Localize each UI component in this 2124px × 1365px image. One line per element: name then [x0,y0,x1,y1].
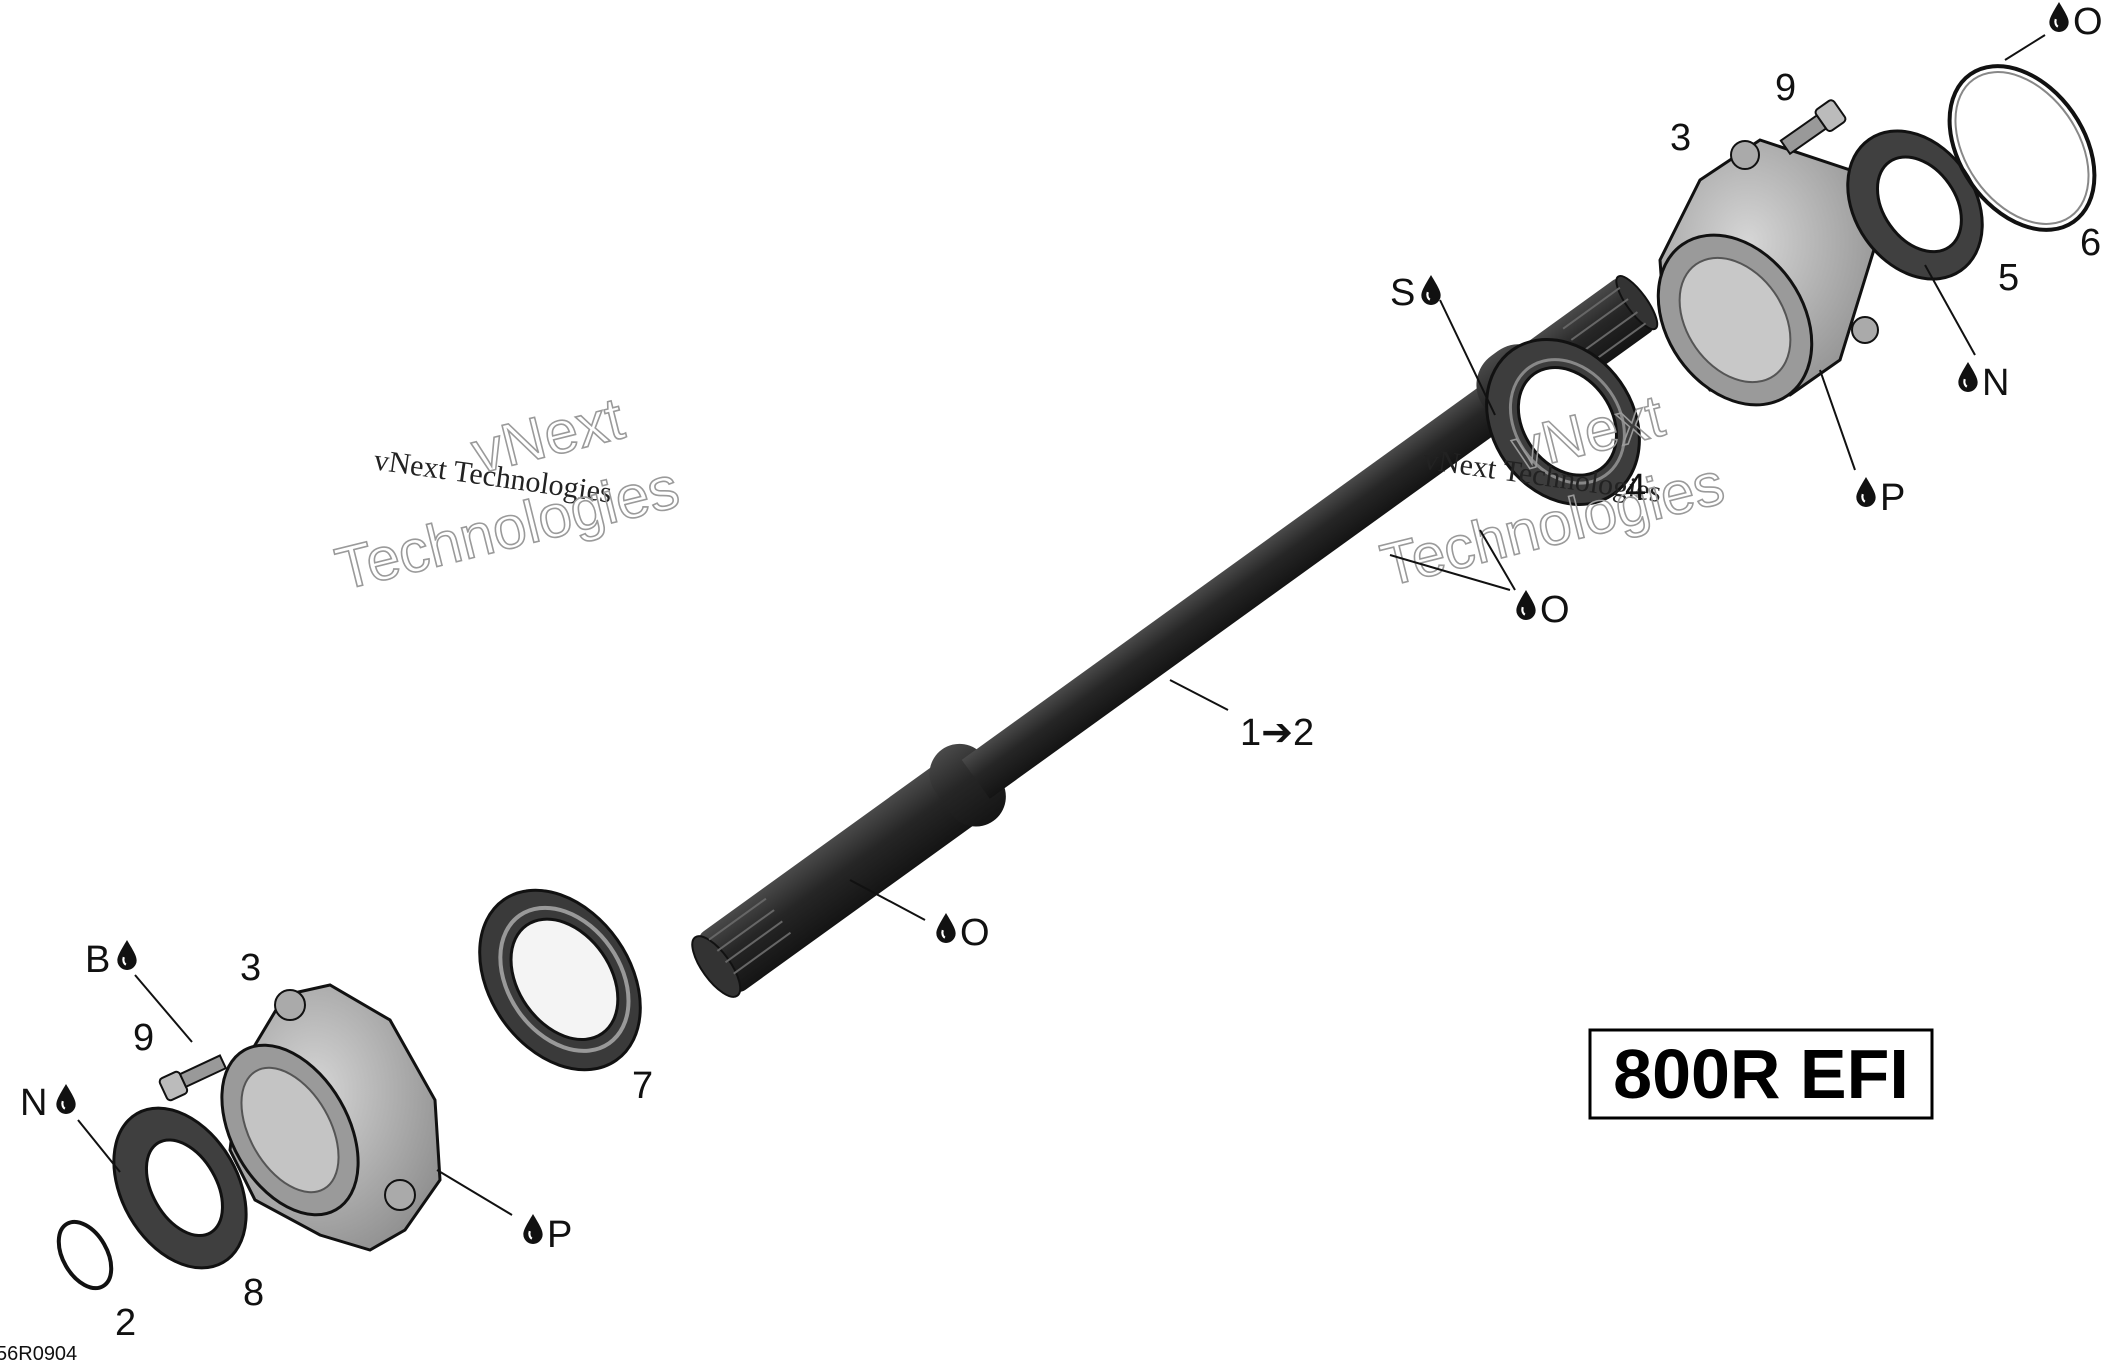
label-shaft-lube: O [960,912,990,954]
label-right-lube-o: O [1540,589,1570,631]
bearing-housing-left [220,983,442,1252]
oil-drop-icon [1515,590,1537,620]
oil-drop-icon [522,1214,544,1244]
label-housing-left-p: P [547,1214,572,1256]
bearing-housing-right [1656,138,1882,407]
label-seal-8: 8 [243,1272,264,1314]
bolt-9-right [1779,99,1847,156]
model-badge: 800R EFI [1588,1028,1934,1120]
label-bearing-7: 7 [632,1065,653,1107]
label-seal-5-n: N [1982,362,2009,404]
oil-drop-icon [116,940,138,970]
oil-drop-icon [55,1084,77,1114]
oil-drop-icon [2048,2,2070,32]
oil-drop-icon [935,913,957,943]
label-seal-4: 4 [1625,467,1646,509]
oil-drop-icon [1855,477,1877,507]
bearing-7 [478,888,642,1072]
oil-seal-4 [1485,337,1641,507]
label-shaft: 1➔2 [1240,712,1314,754]
reference-code: 56R0904 [0,1343,77,1365]
label-ring-6: 6 [2080,222,2101,264]
label-ring-6-o: O [2073,1,2103,43]
label-housing-right-p: P [1880,477,1905,519]
label-housing-left: 3 [240,947,261,989]
leader-lines [77,34,2046,1216]
label-bolt-left: 9 [133,1017,154,1059]
o-ring-6 [1947,64,2097,232]
svg-text:800R EFI: 800R EFI [1613,1035,1909,1113]
oil-seal-5 [1846,129,1984,281]
oil-seal-8 [112,1106,248,1270]
label-seal-5: 5 [1998,257,2019,299]
oil-drop-icon [1420,275,1442,305]
label-ring-2: 2 [115,1302,136,1344]
oil-drop-icon [1957,362,1979,392]
snap-ring-2 [56,1219,114,1291]
label-seal-4-s: S [1390,272,1415,314]
label-housing-right: 3 [1670,117,1691,159]
label-seal-8-n: N [20,1082,47,1124]
label-bolt-right: 9 [1775,67,1796,109]
label-bolt-left-b: B [85,939,110,981]
bolt-9-left [158,1054,228,1102]
